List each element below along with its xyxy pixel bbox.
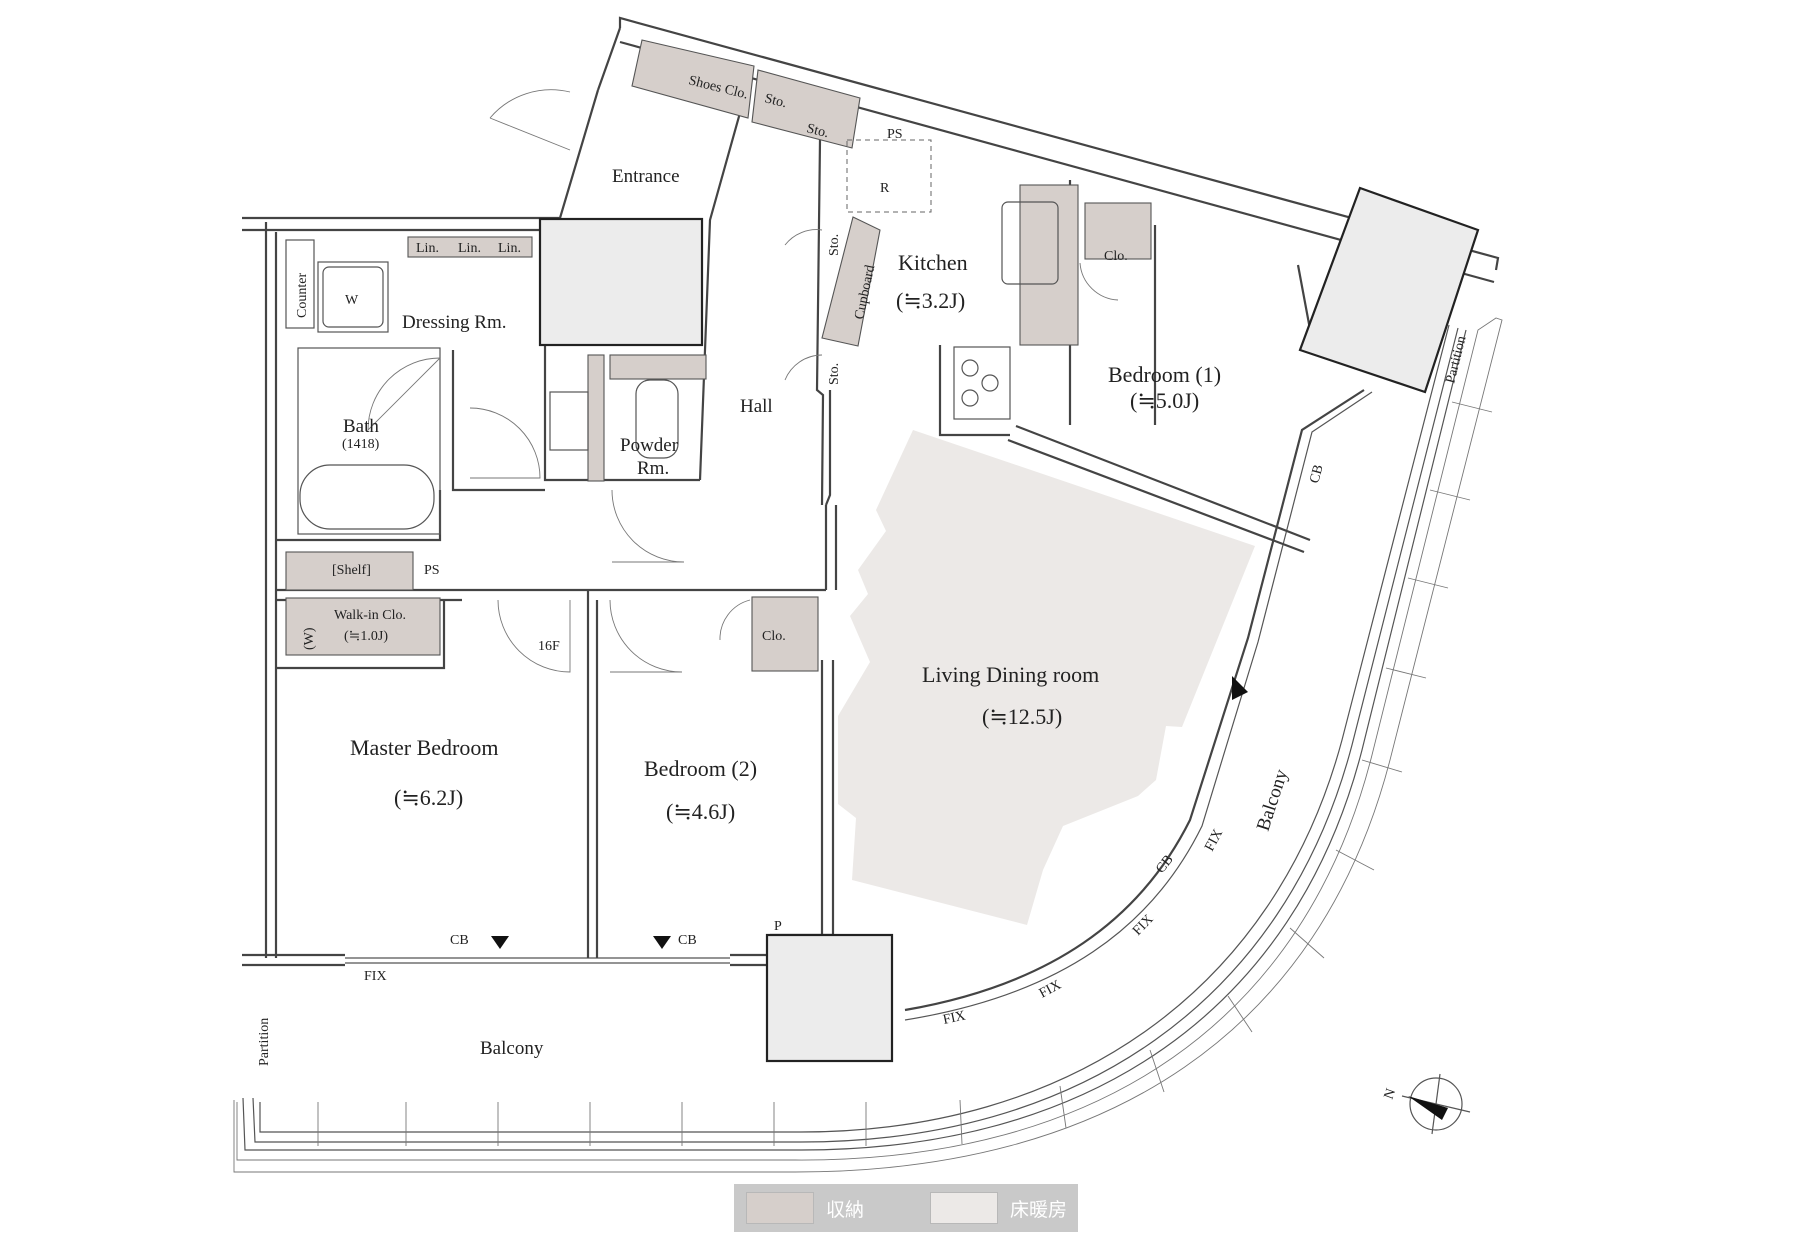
- bedroom1-size-label: (≒5.0J): [1130, 388, 1199, 413]
- kitchen-sink: [1001, 201, 1059, 285]
- counter-label: Counter: [295, 273, 310, 318]
- walkin-label: Walk-in Clo.: [334, 608, 406, 623]
- legend: 収納 床暖房: [734, 1184, 1078, 1232]
- fridge-space: [846, 139, 932, 213]
- powder-shelf: [609, 354, 707, 380]
- sto-kitchen-lower-label: Sto.: [827, 363, 842, 385]
- bedroom1-label: Bedroom (1): [1108, 362, 1221, 387]
- sto-small-label: Sto.: [763, 91, 788, 111]
- fix-curve-4-label: FIX: [1202, 827, 1226, 854]
- living-floor-heating-area: [838, 430, 1255, 925]
- master-label: Master Bedroom: [350, 735, 498, 760]
- door-16f-label: 16F: [538, 639, 560, 654]
- window-arrow-left: [491, 936, 509, 949]
- kitchen-counter-storage: [1019, 184, 1079, 346]
- kitchen-label: Kitchen: [898, 250, 968, 275]
- balcony-railing: [233, 317, 1503, 1173]
- washer-inner: [322, 266, 384, 328]
- powder-sink: [549, 391, 589, 451]
- burner-1: [961, 359, 979, 377]
- legend-floor-heating: 床暖房: [930, 1192, 1067, 1224]
- powder-label: Powder: [620, 435, 679, 456]
- closet-bed2-label: Clo.: [762, 629, 786, 644]
- cb-right-label: CB: [678, 933, 697, 948]
- linen-1-label: Lin.: [416, 241, 439, 256]
- shelf-label: [Shelf]: [332, 563, 371, 578]
- linen-cabinets: [407, 236, 533, 258]
- bathtub: [299, 464, 435, 530]
- entrance-label: Entrance: [612, 166, 680, 187]
- north-label: N: [1382, 1087, 1400, 1102]
- partition-left-label: Partition: [257, 1018, 272, 1066]
- linen-2-label: Lin.: [458, 241, 481, 256]
- master-size-label: (≒6.2J): [394, 785, 463, 810]
- powder-side: [587, 354, 605, 482]
- south-window-line: [345, 957, 730, 964]
- fix-curve-3-label: FIX: [1130, 912, 1156, 939]
- window-markers: [491, 676, 1248, 949]
- partition-right-label: Partition: [1443, 335, 1469, 385]
- balcony-east-label: Balcony: [1253, 766, 1293, 833]
- elevator-shaft: [538, 217, 704, 347]
- legend-floor-heating-label: 床暖房: [1010, 1198, 1068, 1221]
- walkin-closet: [285, 597, 441, 656]
- entry-storage: [751, 69, 861, 149]
- cooktop: [953, 346, 1011, 420]
- east-curtain-wall: [904, 389, 1373, 1021]
- legend-storage-label: 収納: [826, 1198, 865, 1221]
- burner-3: [961, 389, 979, 407]
- burner-2: [981, 374, 999, 392]
- room-labels: Entrance Shoes Clo. Sto. Sto. PS R Kitch…: [295, 73, 1292, 1059]
- shoes-closet: [631, 39, 755, 119]
- window-arrow-east: [1232, 676, 1248, 700]
- linen-3-label: Lin.: [498, 241, 521, 256]
- balcony-railing-posts: [317, 401, 1493, 1146]
- legend-floor-heating-swatch: [930, 1192, 999, 1224]
- dressing-counter: [285, 239, 315, 329]
- cb-bedroom1-label: CB: [1307, 463, 1326, 485]
- fix-curve-1-label: FIX: [942, 1009, 967, 1028]
- fixtures: [285, 139, 1059, 535]
- living-size-label: (≒12.5J): [982, 704, 1062, 729]
- bath-size-label: (1418): [342, 437, 380, 452]
- balcony-south-label: Balcony: [480, 1038, 544, 1059]
- washer: [317, 261, 389, 333]
- interior-walls: [276, 27, 1346, 958]
- walkin-size-label: (≒1.0J): [344, 629, 388, 644]
- cupboard: [821, 216, 881, 347]
- hall-label: Hall: [740, 396, 773, 417]
- bath-label: Bath: [343, 416, 379, 437]
- structural-column-south: [765, 933, 894, 1063]
- bedroom2-label: Bedroom (2): [644, 756, 757, 781]
- kitchen-size-label: (≒3.2J): [896, 288, 965, 313]
- north-compass: [1401, 1073, 1471, 1135]
- legend-storage-swatch: [746, 1192, 814, 1224]
- fix-left-label: FIX: [364, 969, 387, 984]
- ps-mid-label: PS: [424, 563, 440, 578]
- bath-area: [297, 347, 441, 535]
- bedroom2-closet: [751, 596, 819, 672]
- toilet: [635, 379, 679, 459]
- pipe-label: P: [774, 919, 782, 934]
- ps-top-label: PS: [887, 127, 903, 142]
- sto-kitchen-upper-label: Sto.: [827, 234, 842, 256]
- window-arrow-right: [653, 936, 671, 949]
- structural-column-east: [1298, 186, 1480, 394]
- legend-storage: 収納: [746, 1192, 864, 1224]
- dressing-label: Dressing Rm.: [402, 312, 507, 333]
- walkin-shelf: [285, 551, 414, 591]
- door-swings: [367, 89, 1119, 673]
- closet-bed1-label: Clo.: [1104, 249, 1128, 264]
- cb-left-label: CB: [450, 933, 469, 948]
- bedroom2-size-label: (≒4.6J): [666, 799, 735, 824]
- fridge-label: R: [880, 181, 890, 196]
- walkin-w-label: (W): [302, 627, 317, 650]
- sto-entry-label: Sto.: [805, 121, 830, 141]
- living-label: Living Dining room: [922, 662, 1099, 687]
- washer-label: W: [345, 293, 359, 308]
- powder-label-2: Rm.: [637, 458, 669, 479]
- bedroom1-closet: [1084, 202, 1152, 260]
